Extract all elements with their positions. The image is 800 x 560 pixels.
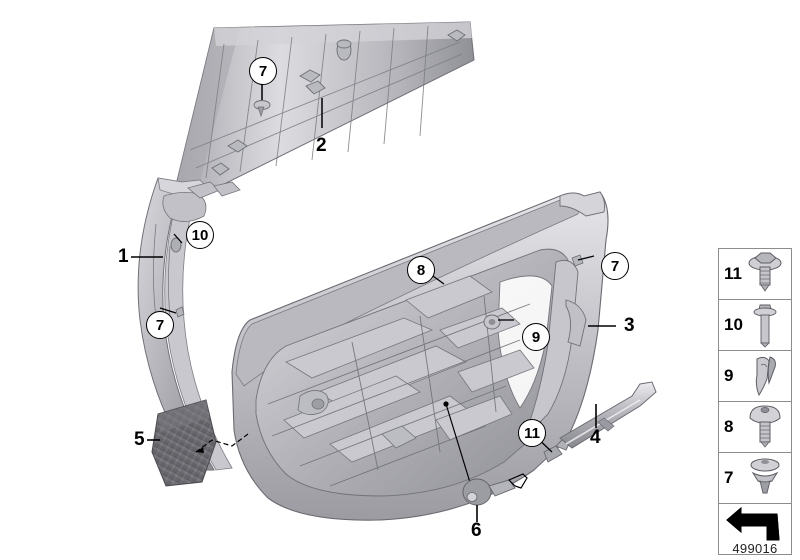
part-5-insulation-pad <box>147 399 249 487</box>
diagram-caption: 499016 <box>732 541 778 556</box>
index-6: 6 <box>471 520 482 541</box>
callout-label: 8 <box>416 261 426 279</box>
index-4: 4 <box>590 427 601 448</box>
callout-7-right[interactable]: 7 <box>601 252 629 280</box>
fastener-7-on-part-1 <box>175 306 185 318</box>
legend-number: 7 <box>724 468 734 487</box>
fastener-10-on-part-1 <box>170 237 182 253</box>
fastener-9-on-panel <box>483 314 501 330</box>
index-1: 1 <box>118 246 129 267</box>
callout-label: 10 <box>191 226 209 244</box>
button-head-screw-icon <box>743 402 787 452</box>
legend-number: 10 <box>724 315 743 334</box>
view-direction-arrow-icon <box>723 504 787 554</box>
clip-7-on-part-2 <box>253 100 271 118</box>
legend-item-7[interactable]: 7 <box>718 452 792 503</box>
legend-number: 9 <box>724 366 734 385</box>
legend-item-11[interactable]: 11 <box>718 248 792 299</box>
legend-item-8[interactable]: 8 <box>718 401 792 452</box>
index-3: 3 <box>624 315 635 336</box>
callout-10-left[interactable]: 10 <box>186 221 214 249</box>
hex-flange-bolt-icon <box>743 249 787 299</box>
callout-11-strut[interactable]: 11 <box>518 419 546 447</box>
fastener-legend: 11 10 9 <box>718 248 792 555</box>
push-rivet-icon <box>743 453 787 503</box>
part-2-upper-trim-strip <box>175 21 475 197</box>
part-6-tailgate-lock <box>443 401 528 522</box>
legend-number: 8 <box>724 417 734 436</box>
spring-clip-icon <box>743 351 787 401</box>
callout-label: 7 <box>155 316 165 334</box>
legend-item-9[interactable]: 9 <box>718 350 792 401</box>
index-2: 2 <box>316 135 327 156</box>
callout-7-left[interactable]: 7 <box>146 311 174 339</box>
callout-label: 9 <box>531 328 541 346</box>
part-8-tailgate-inner-panel <box>231 191 616 521</box>
legend-number: 11 <box>724 264 742 283</box>
part-1-left-pillar-trim <box>131 177 241 471</box>
fastener-7-on-panel <box>571 254 584 267</box>
callout-9-panel[interactable]: 9 <box>522 323 550 351</box>
callout-7-top[interactable]: 7 <box>249 57 277 85</box>
callout-label: 7 <box>258 62 268 80</box>
part-3-right-pillar-trim <box>565 299 587 347</box>
legend-item-10[interactable]: 10 <box>718 299 792 350</box>
callout-label: 7 <box>610 257 620 275</box>
long-bolt-icon <box>743 300 787 350</box>
callout-8-panel[interactable]: 8 <box>407 256 435 284</box>
legend-item-view-arrow <box>718 503 792 555</box>
index-5: 5 <box>134 429 145 450</box>
callout-label: 11 <box>524 424 540 442</box>
part-4-gas-strut <box>530 381 657 463</box>
